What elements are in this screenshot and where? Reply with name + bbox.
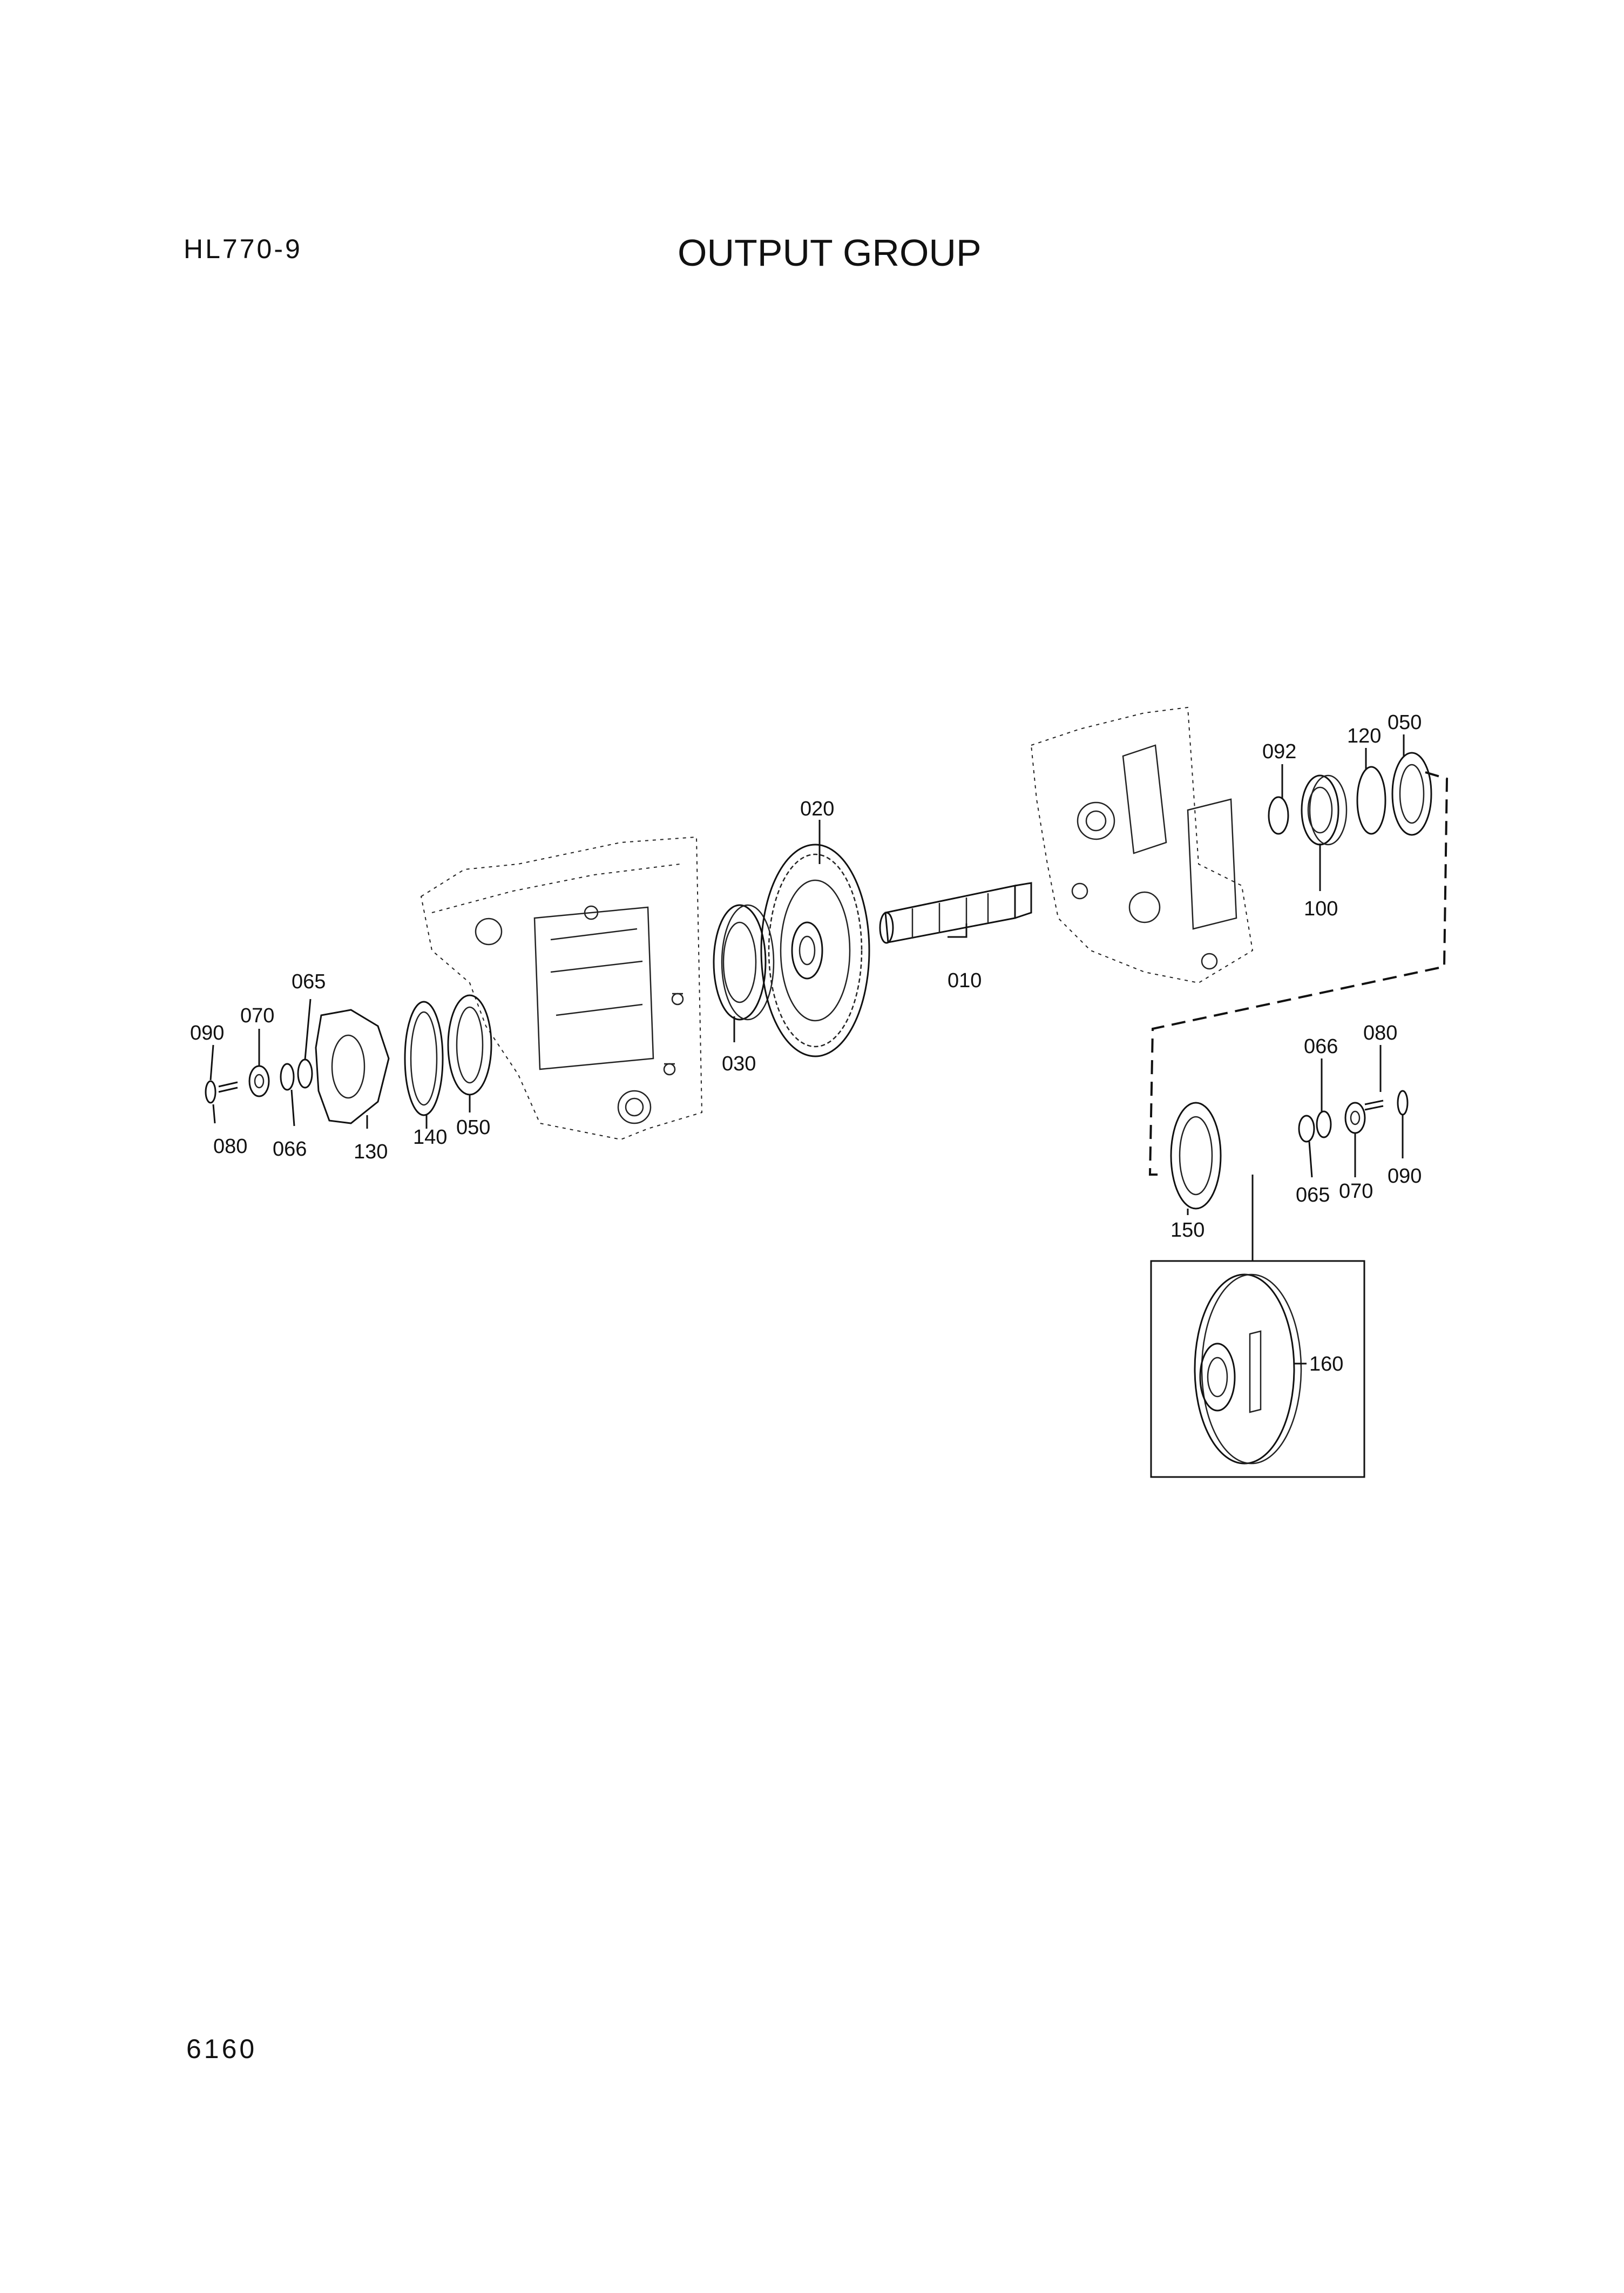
callout-160: 160 <box>1309 1353 1343 1375</box>
callout-065-right: 065 <box>1296 1184 1330 1206</box>
left-flange-assembly <box>205 994 492 1124</box>
callout-labels: 020 010 030 092 100 120 050 065 070 090 … <box>190 711 1422 1375</box>
right-bearing-assembly <box>1268 752 1432 846</box>
callout-010: 010 <box>948 969 982 992</box>
right-housing-drawing <box>1030 706 1254 984</box>
callout-090-left: 090 <box>190 1022 224 1044</box>
detail-view-160 <box>1150 1175 1365 1478</box>
callout-080-right: 080 <box>1363 1022 1397 1044</box>
callout-070-right: 070 <box>1339 1180 1373 1203</box>
callout-030: 030 <box>722 1053 756 1075</box>
callout-150: 150 <box>1170 1219 1205 1242</box>
callout-066-right: 066 <box>1304 1035 1338 1058</box>
page-number: 6160 <box>186 2034 258 2064</box>
callout-080-left: 080 <box>213 1135 247 1158</box>
left-housing-drawing <box>420 836 703 1141</box>
callout-066-left: 066 <box>273 1138 307 1161</box>
leader-lines <box>209 734 1405 1365</box>
callout-050-left: 050 <box>456 1116 490 1139</box>
callout-140: 140 <box>413 1126 447 1149</box>
callout-130: 130 <box>354 1141 388 1163</box>
model-code: HL770-9 <box>184 234 302 264</box>
shaft-and-gear-assembly <box>713 844 1032 1057</box>
callout-090-right: 090 <box>1388 1165 1422 1188</box>
callout-065-left: 065 <box>292 970 326 993</box>
callout-020: 020 <box>800 798 834 820</box>
callout-100: 100 <box>1304 898 1338 920</box>
callout-070-left: 070 <box>240 1004 274 1027</box>
callout-050-right: 050 <box>1388 711 1422 734</box>
callout-092: 092 <box>1262 740 1296 763</box>
alternative-parts-connector <box>1148 771 1449 1176</box>
right-alternative-assembly <box>1170 1090 1409 1210</box>
page-title: OUTPUT GROUP <box>678 232 982 274</box>
callout-120: 120 <box>1347 725 1381 747</box>
